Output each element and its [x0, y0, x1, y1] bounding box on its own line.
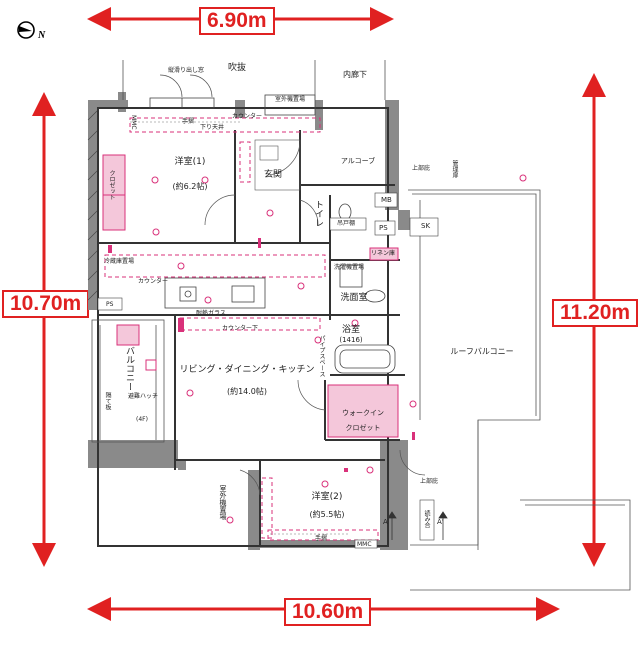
- room-bath: 浴室: [341, 325, 361, 335]
- room-western2: 洋室(2): [311, 492, 343, 502]
- dimension-bottom: 10.60m: [284, 598, 372, 626]
- section-markers: [387, 511, 448, 540]
- compass: N: [16, 20, 46, 44]
- room-atrium: 吹抜: [227, 63, 247, 73]
- label-outdoor-unit-bottom: 室外機置場: [219, 485, 227, 520]
- room-ldk-size: (約14.0帖): [226, 387, 268, 396]
- closets-pink: [102, 154, 399, 438]
- label-frosted: 耐熱ガラス: [196, 310, 226, 317]
- room-alcove: アルコーブ: [340, 157, 376, 165]
- label-counter-up: カウンター: [138, 278, 169, 285]
- label-washer: 洗濯機置場: [334, 264, 365, 271]
- balcony-outline: [91, 319, 165, 443]
- label-mmc2: MMC: [357, 541, 372, 548]
- label-boxes: [97, 192, 439, 549]
- handrails: [130, 121, 350, 535]
- label-escape-hatch: 避難ハッチ: [128, 393, 159, 400]
- label-fridge: 冷蔵庫置場: [104, 258, 135, 265]
- label-mgmt-room: 管理扉: [451, 160, 458, 178]
- label-counter-below: カウンター下: [222, 325, 259, 332]
- room-balcony: バルコニー: [124, 346, 134, 391]
- label-outdoor-unit-top: 室外機置場: [275, 96, 306, 103]
- kitchen: [164, 277, 266, 309]
- label-a-left: A: [383, 518, 388, 526]
- label-upper-floor2: 上部庇: [420, 478, 439, 485]
- room-inner-corridor: 内廊下: [343, 70, 367, 79]
- compass-north-label: N: [38, 30, 46, 41]
- left-wall-hatch: [87, 109, 99, 301]
- entrance-floor: [254, 139, 301, 191]
- atrium-lines: [122, 60, 386, 100]
- compass-icon: [17, 21, 35, 39]
- label-partition: 隔て板: [104, 392, 111, 410]
- room-washroom: 洗面室: [340, 293, 368, 303]
- room-ldk: リビング・ダイニング・キッチン: [179, 365, 315, 375]
- label-linen: リネン庫: [371, 250, 396, 257]
- dimension-top: 6.90m: [199, 7, 275, 35]
- label-mb: MB: [381, 196, 392, 204]
- top-window: [149, 94, 316, 116]
- label-closet: クロゼット: [108, 170, 115, 200]
- label-storage: 吊戸棚: [337, 220, 356, 227]
- label-mmc1: MMC: [130, 115, 137, 130]
- roof-balcony-outline: [408, 189, 631, 591]
- label-counter: カウンター: [232, 113, 263, 120]
- label-sk: SK: [421, 222, 431, 230]
- label-handrail-top: 手摺: [182, 118, 195, 125]
- label-pipe: パイプスペース: [318, 335, 325, 377]
- label-handrail-bottom: 手摺: [315, 535, 328, 542]
- pink-markers: [108, 238, 415, 472]
- room-walkin2: クロゼット: [345, 424, 381, 432]
- room-roof-balcony: ルーフバルコニー: [450, 347, 514, 356]
- room-toilet: トイレ: [313, 200, 323, 227]
- label-section: 読み合: [423, 510, 430, 528]
- label-escape-window: 縦滑り出し窓: [168, 67, 205, 74]
- room-western1: 洋室(1): [174, 157, 206, 167]
- label-ps2: PS: [106, 301, 114, 308]
- dimension-right: 11.20m: [552, 299, 639, 327]
- room-entrance: 玄関: [263, 170, 283, 180]
- label-upper-floor1: 上部庇: [412, 165, 431, 172]
- room-western1-size: (約6.2帖): [172, 182, 208, 191]
- label-lower-ceiling: 下り天井: [200, 124, 225, 131]
- outlets: [151, 174, 527, 524]
- label-floor-4f: (4F): [136, 416, 148, 423]
- room-bath-size: (1416): [339, 336, 363, 344]
- bathtub: [334, 344, 396, 374]
- label-a-right: A': [437, 518, 444, 526]
- door-swings: [159, 74, 426, 496]
- room-western2-size: (約5.5帖): [309, 510, 345, 519]
- label-ps1: PS: [379, 224, 388, 232]
- room-walkin: ウォークイン: [342, 409, 384, 417]
